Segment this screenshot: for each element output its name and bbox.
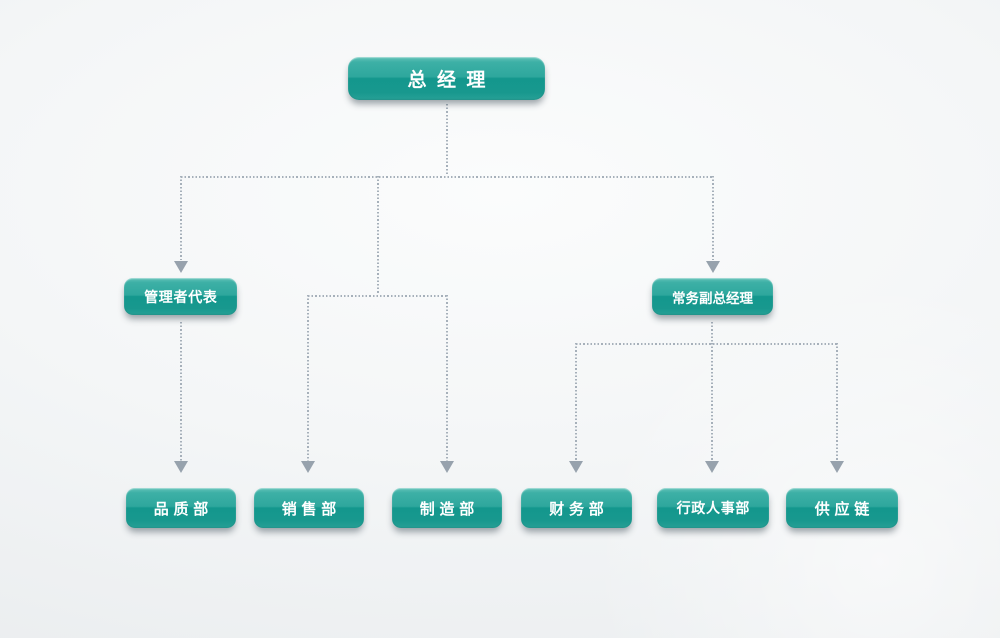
org-node-label: 管理者代表 <box>144 288 218 305</box>
connector-to-quality <box>180 322 182 461</box>
connector-to-finance <box>575 343 577 461</box>
org-node-label: 品质部 <box>153 500 214 518</box>
org-node-label: 制造部 <box>419 500 480 518</box>
connector-to-evp <box>712 176 714 260</box>
arrowhead-down-icon <box>174 261 188 273</box>
arrowhead-down-icon <box>301 461 315 473</box>
org-node-label: 供应链 <box>814 500 875 518</box>
org-node-label: 常务副总经理 <box>672 290 753 306</box>
connector-mid-horizontal <box>308 295 447 297</box>
arrowhead-down-icon <box>440 461 454 473</box>
org-node-supply-chain: 供应链 <box>786 488 898 528</box>
connector-to-sales <box>307 295 309 461</box>
arrowhead-down-icon <box>705 461 719 473</box>
connector-gm-stub <box>446 104 448 176</box>
org-node-management-representative: 管理者代表 <box>124 278 237 315</box>
connector-to-mfg <box>446 295 448 461</box>
org-node-label: 行政人事部 <box>676 500 751 516</box>
connector-to-rep <box>180 176 182 260</box>
connector-evp-stub <box>711 322 713 343</box>
org-node-admin-hr-dept: 行政人事部 <box>657 488 769 528</box>
org-node-label: 销售部 <box>281 500 342 518</box>
org-node-executive-deputy-gm: 常务副总经理 <box>652 278 773 315</box>
arrowhead-down-icon <box>569 461 583 473</box>
org-node-finance-dept: 财务部 <box>521 488 632 528</box>
org-node-general-manager: 总经理 <box>348 57 545 100</box>
connector-mid-drop <box>377 176 379 295</box>
connector-evp-horizontal <box>576 343 838 345</box>
connector-to-supply <box>836 343 838 461</box>
org-node-quality-dept: 品质部 <box>126 488 236 528</box>
arrowhead-down-icon <box>706 261 720 273</box>
connector-to-hr <box>711 343 713 461</box>
org-node-manufacturing-dept: 制造部 <box>392 488 502 528</box>
org-node-label: 财务部 <box>549 500 609 518</box>
org-node-sales-dept: 销售部 <box>254 488 364 528</box>
arrowhead-down-icon <box>830 461 844 473</box>
org-node-label: 总经理 <box>407 70 496 91</box>
connector-main-horizontal <box>181 176 714 178</box>
arrowhead-down-icon <box>174 461 188 473</box>
